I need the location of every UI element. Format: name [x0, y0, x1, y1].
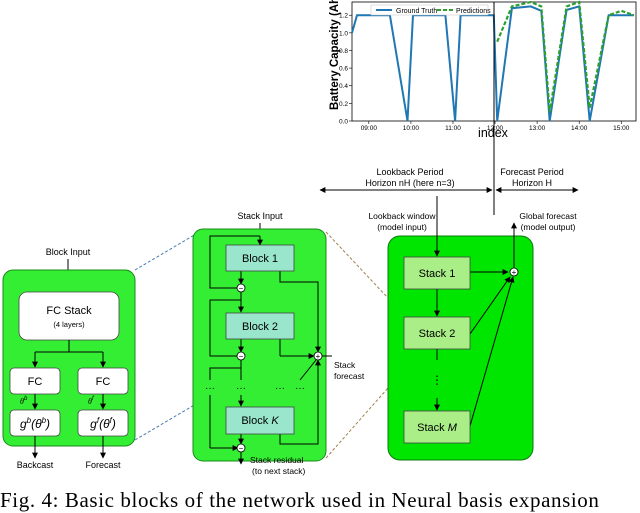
- stack-wires: [209, 235, 332, 465]
- x-tick-label: 13:00: [529, 125, 546, 132]
- block-panel: Block Input FC Stack (4 layers) FC FC θb…: [2, 247, 136, 470]
- block-k: [225, 406, 295, 435]
- horizon-annotations: Lookback Period Horizon nH (here n=3) Fo…: [319, 167, 579, 193]
- plus-node-stack: [313, 351, 323, 361]
- figure-caption: Fig. 4: Basic blocks of the network used…: [0, 488, 600, 512]
- stack-2: [403, 316, 471, 350]
- stack-1-label: Stack 1: [419, 268, 456, 280]
- series-line-predictions: [496, 0, 635, 113]
- x-tick-label: 09:00: [361, 125, 378, 132]
- dots-main: ···: [236, 383, 246, 394]
- block-1: [225, 244, 295, 272]
- stack-panel: Stack Input Block 1 Bloc: [192, 211, 365, 476]
- y-tick-label: 0.2: [339, 101, 348, 108]
- block-2: [225, 312, 295, 340]
- battery-chart: 0.0 0.2 0.4 0.6 0.8 1.0 1.2 09:00 10:00 11:00 12:…: [329, 0, 637, 140]
- minus-sign-1: −: [239, 284, 244, 293]
- legend: Ground Truth Predictions: [370, 4, 491, 16]
- stack-zoom-top: [325, 231, 389, 299]
- y-tick-label: 0.4: [339, 83, 348, 90]
- stack-forecast-label-1: Stack: [334, 360, 356, 370]
- stack-dots: ⋮: [431, 373, 443, 387]
- block-input-label: Block Input: [46, 247, 91, 257]
- minus-node-1: [236, 283, 246, 293]
- minus-node-k: [236, 443, 246, 453]
- lookback-window-label-2: (model input): [377, 222, 427, 232]
- forecast-period-label: Forecast Period: [500, 167, 564, 177]
- plus-sign-model: +: [512, 268, 517, 277]
- stack-m: [403, 410, 471, 444]
- stack-1: [403, 256, 471, 290]
- block-1-label: Block 1: [242, 253, 278, 265]
- y-tick-label: 1.0: [339, 30, 348, 37]
- x-ticks: 09:00 10:00 11:00 12:00 13:00 14:00 15:00: [361, 121, 630, 132]
- x-tick-label: 10:00: [403, 125, 420, 132]
- minus-sign-k: −: [239, 444, 244, 453]
- global-forecast-label-1: Global forecast: [519, 211, 577, 221]
- plus-node-model: [509, 267, 519, 277]
- dots-sum: ···: [295, 383, 305, 394]
- minus-sign-2: −: [239, 352, 244, 361]
- forecast-label: Forecast: [85, 460, 121, 470]
- fc-forecast-label: FC: [96, 376, 111, 388]
- block-2-label: Block 2: [242, 321, 278, 333]
- block-zoom-top: [134, 233, 197, 271]
- theta-b-label: θb: [20, 396, 28, 406]
- lookback-period-label: Lookback Period: [376, 167, 443, 177]
- backcast-label: Backcast: [17, 460, 54, 470]
- plus-sign-stack: +: [316, 352, 321, 361]
- stack-2-label: Stack 2: [419, 328, 456, 340]
- lookback-window-label-1: Lookback window: [368, 211, 436, 221]
- fc-backcast-label: FC: [28, 376, 43, 388]
- minus-node-2: [236, 351, 246, 361]
- gb-label: gb(θb): [20, 416, 50, 431]
- dots-forecast: ···: [275, 383, 285, 394]
- stack-residual-label-1: Stack residual: [250, 455, 303, 465]
- wire-skip-2: [209, 299, 241, 357]
- x-tick-label: 15:00: [613, 125, 630, 132]
- block-zoom-bottom: [134, 403, 197, 441]
- forecast-horizon-label: Horizon H: [512, 178, 552, 188]
- y-ticks: 0.0 0.2 0.4 0.6 0.8 1.0 1.2: [339, 13, 352, 126]
- x-tick-label: 11:00: [445, 125, 461, 132]
- lookback-horizon-label: Horizon nH (here n=3): [365, 178, 454, 188]
- dots-skip: ···: [205, 383, 215, 394]
- x-axis-label: index: [478, 126, 509, 140]
- legend-label-predictions: Predictions: [456, 8, 491, 15]
- stack-residual-label-2: (to next stack): [252, 466, 306, 476]
- y-tick-label: 1.2: [339, 13, 348, 20]
- stack-container: [192, 228, 327, 462]
- gf-label: gf(θf): [90, 416, 116, 431]
- y-tick-label: 0.8: [339, 48, 348, 55]
- fc-stack-label: FC Stack: [46, 305, 92, 317]
- x-tick-label: 12:00: [487, 125, 504, 132]
- y-axis-label: Battery Capacity (Ah): [329, 0, 341, 110]
- stack-input-label: Stack Input: [237, 211, 283, 221]
- theta-f-label: θf: [88, 396, 95, 406]
- wire-skip-1: [209, 235, 260, 289]
- y-tick-label: 0.6: [339, 66, 348, 73]
- legend-box: [370, 4, 489, 16]
- stack-zoom-bottom: [325, 387, 389, 459]
- y-tick-label: 0.0: [339, 119, 348, 126]
- stack-m-label: Stack M: [417, 422, 458, 434]
- x-tick-label: 14:00: [571, 125, 588, 132]
- global-forecast-label-2: (model output): [521, 222, 576, 232]
- model-panel: Lookback window (model input) Global for…: [368, 196, 577, 461]
- stack-forecast-label-2: forecast: [334, 371, 365, 381]
- fc-stack-sublabel: (4 layers): [53, 320, 85, 329]
- block-k-label: Block K: [241, 415, 279, 427]
- legend-label-ground-truth: Ground Truth: [396, 8, 437, 15]
